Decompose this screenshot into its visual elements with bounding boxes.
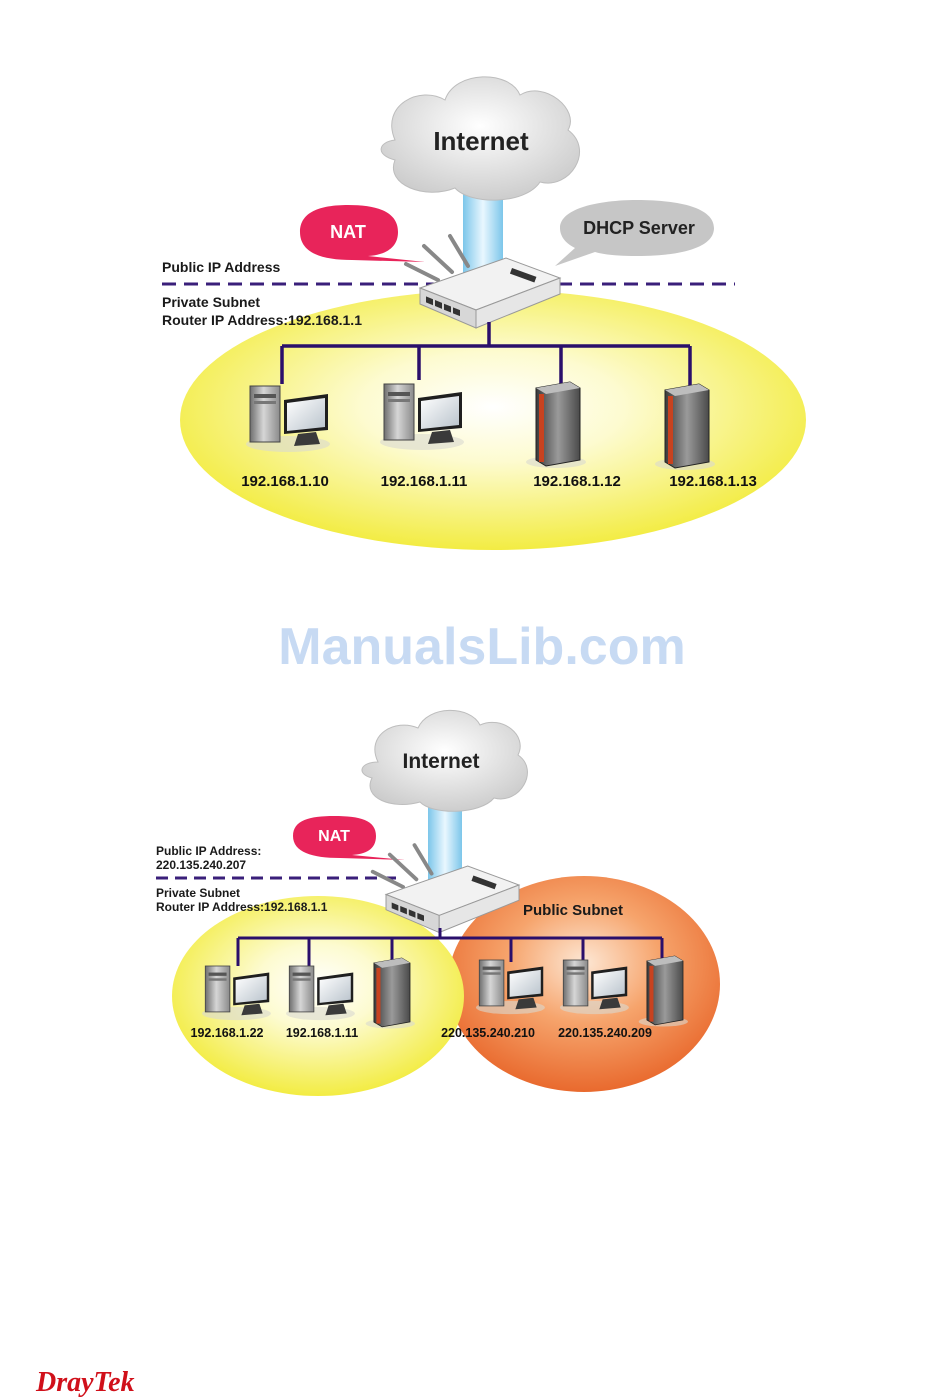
svg-text:DrayTek: DrayTek (35, 1367, 135, 1398)
public-ip-address-label: Public IP Address (162, 259, 280, 275)
lan-bus (280, 322, 692, 388)
host-ip-label: 220.135.240.210 (441, 1026, 535, 1040)
public-subnet-label: Public Subnet (523, 902, 623, 919)
brand-part-1: Dray (35, 1367, 94, 1398)
host-ip-label: 220.135.240.209 (558, 1026, 652, 1040)
private-subnet-label: Private Subnet (162, 294, 260, 310)
dhcp-server-label: DHCP Server (583, 218, 695, 238)
draytek-logo: DrayTek (35, 1367, 135, 1398)
private-subnet-label: Private Subnet (156, 886, 240, 900)
internet-cloud: Internet (361, 709, 528, 812)
nat-label: NAT (330, 222, 366, 242)
private-subnet-zone (180, 290, 806, 550)
host-ip-label: 192.168.1.11 (381, 473, 468, 490)
diagram-1: Internet NAT DHCP Server Public IP Addre… (162, 76, 806, 550)
host-ip-label: 192.168.1.13 (669, 473, 757, 490)
internet-cloud: Internet (380, 76, 580, 201)
nat-label: NAT (318, 828, 350, 845)
brand-part-2: Tek (94, 1367, 135, 1398)
nat-bubble: NAT (300, 205, 425, 262)
internet-label: Internet (402, 750, 479, 773)
lan-bus (236, 928, 664, 966)
dhcp-server-bubble: DHCP Server (555, 200, 714, 266)
public-ip-address-value: 220.135.240.207 (156, 858, 246, 872)
diagram-2: Internet NAT Public IP Address: 220.135.… (156, 709, 720, 1096)
internet-label: Internet (433, 126, 529, 156)
router-ip-address-label: Router IP Address:192.168.1.1 (156, 900, 328, 914)
watermark: ManualsLib.com (278, 618, 685, 676)
host-ip-label: 192.168.1.11 (286, 1026, 358, 1040)
router-ip-address-label: Router IP Address:192.168.1.1 (162, 312, 362, 328)
host-ip-label: 192.168.1.10 (241, 473, 329, 490)
public-ip-address-label: Public IP Address: (156, 844, 261, 858)
host-ip-label: 192.168.1.12 (533, 473, 621, 490)
host-ip-label: 192.168.1.22 (191, 1026, 264, 1040)
nat-bubble: NAT (293, 816, 405, 860)
